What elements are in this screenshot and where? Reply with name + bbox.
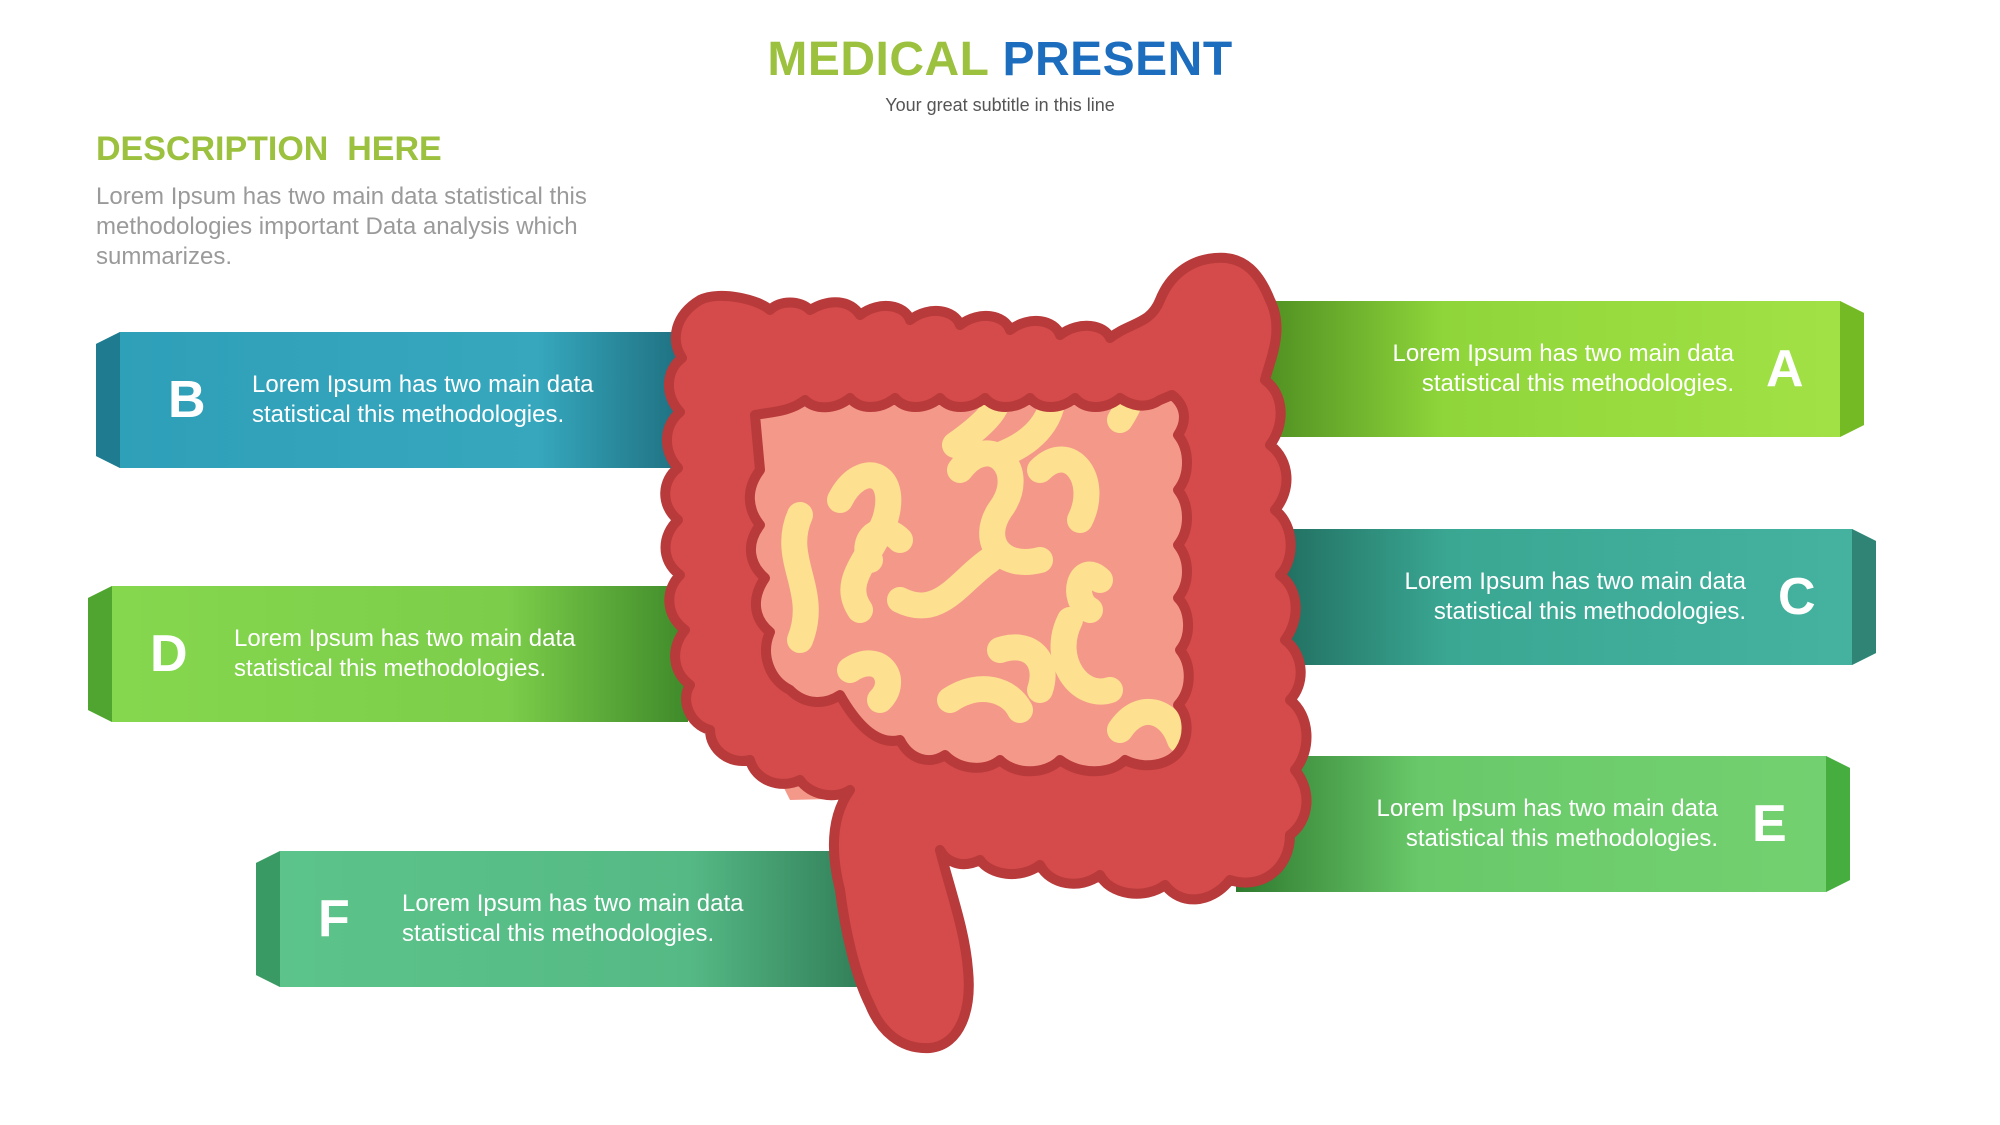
band-f-letter: F <box>318 890 350 948</box>
band-e-line1: Lorem Ipsum has two main data <box>1376 795 1719 822</box>
band-b-letter: B <box>168 371 206 429</box>
band-a-line1: Lorem Ipsum has two main data <box>1392 340 1735 367</box>
band-d-shape <box>88 586 688 722</box>
page-subtitle: Your great subtitle in this line <box>885 95 1115 115</box>
band-b-text: Lorem Ipsum has two main data statistica… <box>252 370 594 430</box>
band-e-text: Lorem Ipsum has two main data statistica… <box>1288 794 1719 854</box>
band-a-line2: statistical this methodologies. <box>1421 370 1734 397</box>
band-a-shape <box>1264 301 1864 437</box>
band-f-line2: statistical this methodologies. <box>402 920 715 947</box>
band-a-text: Lorem Ipsum has two main data statistica… <box>1304 339 1735 399</box>
band-c-line2: statistical this methodologies. <box>1433 598 1746 625</box>
band-d-line2: statistical this methodologies. <box>234 655 547 682</box>
band-b-line1: Lorem Ipsum has two main data <box>252 371 594 398</box>
band-c-text: Lorem Ipsum has two main data statistica… <box>1316 567 1747 627</box>
page-title: MEDICAL PRESENT <box>0 32 2000 87</box>
band-e: Lorem Ipsum has two main data statistica… <box>1236 756 1850 892</box>
description-heading: DESCRIPTION HERE <box>96 130 442 168</box>
band-b-shape <box>96 332 686 468</box>
band-d: D Lorem Ipsum has two main data statisti… <box>88 586 688 722</box>
band-f-text: Lorem Ipsum has two main data statistica… <box>402 889 744 949</box>
band-b-line2: statistical this methodologies. <box>252 401 565 428</box>
small-intestine-icon <box>781 327 1193 753</box>
band-d-letter: D <box>150 625 188 683</box>
intestine-interior <box>740 395 1200 800</box>
band-b: B Lorem Ipsum has two main data statisti… <box>96 332 686 468</box>
band-f: F Lorem Ipsum has two main data statisti… <box>256 851 876 987</box>
band-c: Lorem Ipsum has two main data statistica… <box>1264 529 1876 665</box>
band-d-text: Lorem Ipsum has two main data statistica… <box>234 624 576 684</box>
band-c-letter: C <box>1778 568 1816 626</box>
title-word-present: PRESENT <box>1002 33 1233 86</box>
band-f-line1: Lorem Ipsum has two main data <box>402 890 744 917</box>
band-c-line1: Lorem Ipsum has two main data <box>1404 568 1747 595</box>
band-a: Lorem Ipsum has two main data statistica… <box>1264 301 1864 437</box>
band-e-line2: statistical this methodologies. <box>1405 825 1718 852</box>
description-body: Lorem Ipsum has two main data statistica… <box>96 183 587 270</box>
band-e-shape <box>1236 756 1850 892</box>
band-a-letter: A <box>1766 340 1804 398</box>
band-d-line1: Lorem Ipsum has two main data <box>234 625 576 652</box>
band-c-shape <box>1264 529 1876 665</box>
title-word-medical: MEDICAL <box>767 33 989 86</box>
band-e-letter: E <box>1752 795 1787 853</box>
